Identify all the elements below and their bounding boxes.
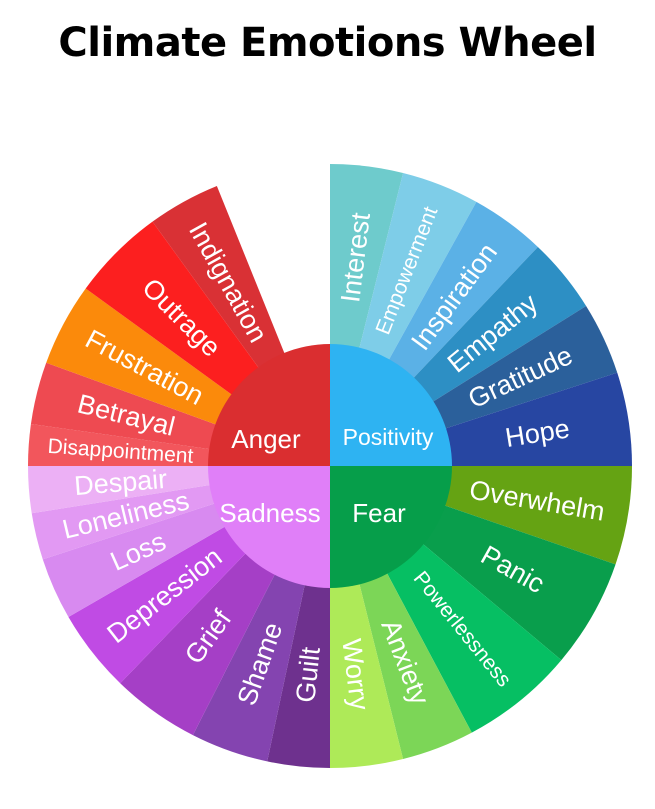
hub-sadness bbox=[208, 466, 330, 588]
label-despair: Despair bbox=[73, 464, 168, 501]
page-title: Climate Emotions Wheel bbox=[58, 20, 597, 66]
hub-label-fear: Fear bbox=[352, 498, 406, 528]
hub-anger bbox=[208, 344, 330, 466]
hub-label-sadness: Sadness bbox=[219, 498, 320, 528]
hub-fear bbox=[330, 466, 452, 588]
hub-label-positivity: Positivity bbox=[343, 424, 434, 450]
hub-label-anger: Anger bbox=[231, 424, 301, 454]
label-guilt: Guilt bbox=[290, 645, 326, 704]
hub-positivity bbox=[330, 344, 452, 466]
